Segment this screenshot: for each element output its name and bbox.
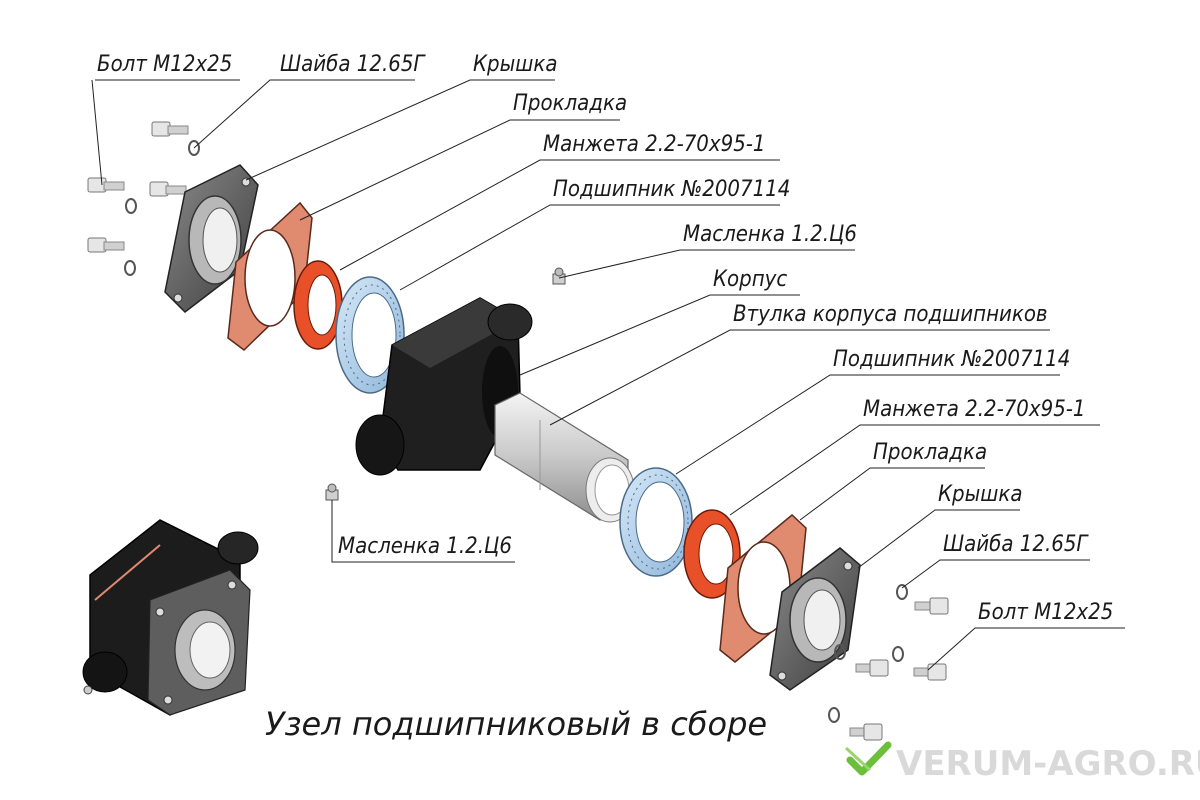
label-bolt-top: Болт М12х25 <box>97 52 232 77</box>
washer-bottom-4 <box>828 707 840 723</box>
bolt-bottom-2 <box>855 659 889 677</box>
seal-top <box>293 260 343 350</box>
oiler-bottom <box>325 483 339 501</box>
seal-bottom <box>683 509 741 599</box>
washer-top-4 <box>124 260 136 276</box>
label-cover-bottom: Крышка <box>938 482 1022 507</box>
washer-top-1 <box>188 140 200 156</box>
leader-seal-bottom <box>729 424 1100 516</box>
oiler-top <box>552 267 566 285</box>
bearing-bottom <box>619 467 693 577</box>
label-gasket-bottom: Прокладка <box>873 440 987 465</box>
labels: Болт М12х25 Шайба 12.65Г Крышка Прокладк… <box>97 52 1113 625</box>
bolt-bottom-3 <box>913 663 947 681</box>
leader-bearing-top <box>399 204 780 291</box>
cover-top <box>164 164 259 313</box>
label-seal-bottom: Манжета 2.2-70х95-1 <box>863 397 1086 422</box>
bolt-top-3 <box>149 181 187 197</box>
leader-sleeve <box>549 329 1050 426</box>
leader-bearing-bottom <box>675 374 1060 475</box>
label-oiler-bottom: Масленка 1.2.Ц6 <box>338 534 512 559</box>
washer-top-2 <box>125 198 137 214</box>
assembled-bearing-unit <box>82 519 259 716</box>
label-bolt-bottom: Болт М12х25 <box>978 600 1113 625</box>
leader-bolt-bottom <box>927 627 1125 671</box>
assembly-caption: Узел подшипниковый в сборе <box>265 705 767 743</box>
label-cover-top: Крышка <box>473 52 557 77</box>
gasket-bottom <box>719 514 807 663</box>
leader-lines <box>91 79 1125 671</box>
leader-cover-top <box>245 79 555 181</box>
leader-gasket-top <box>299 119 620 221</box>
bolt-bottom-4 <box>849 723 883 741</box>
label-sleeve: Втулка корпуса подшипников <box>733 302 1048 327</box>
bolt-top-4 <box>87 237 125 253</box>
leader-oiler-bottom <box>331 500 515 563</box>
washer-bottom-2 <box>834 644 846 660</box>
sleeve <box>494 392 635 523</box>
label-gasket-top: Прокладка <box>513 91 627 116</box>
washer-bottom-3 <box>892 646 904 662</box>
label-seal-top: Манжета 2.2-70х95-1 <box>543 132 766 157</box>
bolt-top-2 <box>87 177 125 193</box>
gasket-top <box>227 201 313 351</box>
cover-bottom <box>769 547 861 691</box>
label-bearing-top: Подшипник №2007114 <box>553 177 790 202</box>
washer-bottom-1 <box>896 584 908 600</box>
label-washer-bottom: Шайба 12.65Г <box>943 532 1089 557</box>
bolt-top-1 <box>151 121 189 137</box>
label-housing: Корпус <box>713 267 787 292</box>
bearing-top <box>335 276 405 394</box>
label-oiler-top: Масленка 1.2.Ц6 <box>683 222 857 247</box>
leader-washer-bottom <box>901 559 1090 589</box>
watermark-text: VERUM-AGRO.RU <box>896 744 1200 784</box>
leader-housing <box>519 294 800 376</box>
leader-seal-top <box>339 159 780 271</box>
leader-gasket-bottom <box>799 467 985 521</box>
check-logo-icon <box>844 741 892 776</box>
leader-oiler-top <box>558 249 855 279</box>
bolt-bottom-1 <box>914 597 949 615</box>
housing <box>355 297 533 476</box>
label-bearing-bottom: Подшипник №2007114 <box>833 347 1070 372</box>
leader-cover-bottom <box>857 509 1020 569</box>
watermark: VERUM-AGRO.RU <box>844 741 1200 784</box>
label-washer-top: Шайба 12.65Г <box>280 52 426 77</box>
leader-washer-top <box>193 79 415 149</box>
